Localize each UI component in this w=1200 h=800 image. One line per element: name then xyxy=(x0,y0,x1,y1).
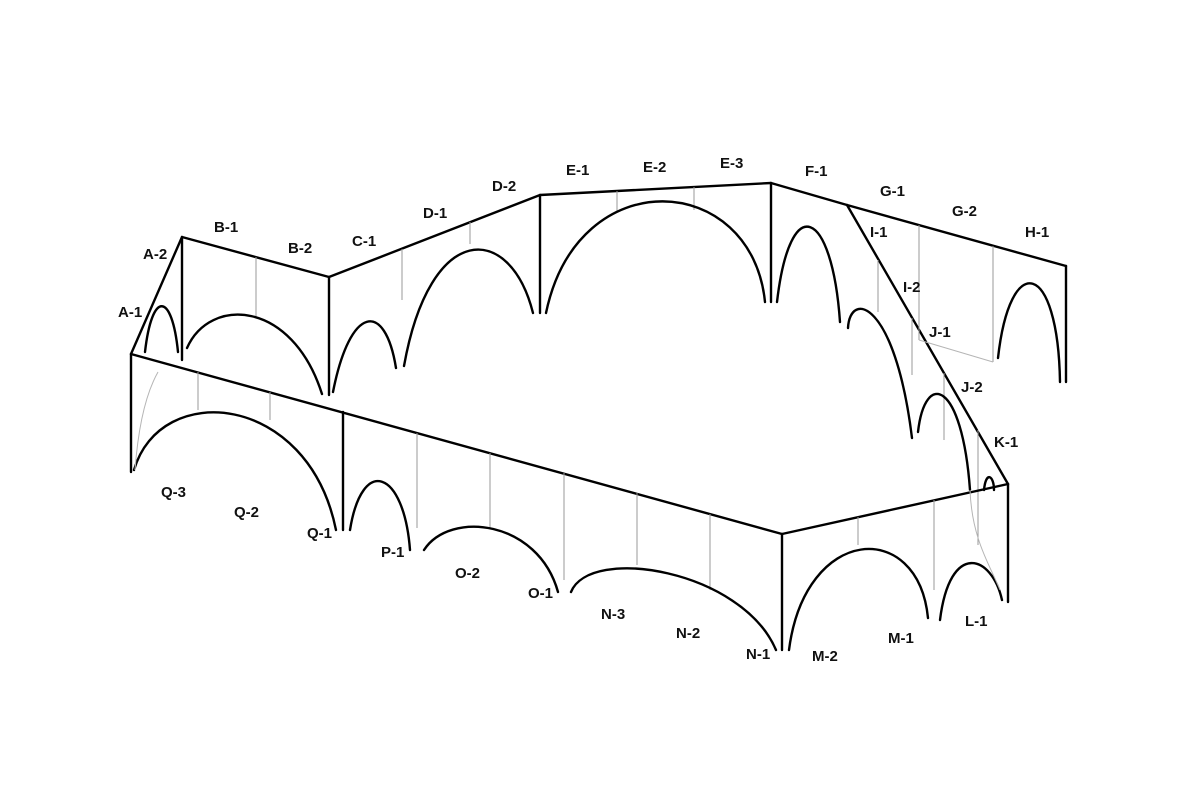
label-F-1: F-1 xyxy=(805,163,828,180)
label-M-2: M-2 xyxy=(812,648,838,665)
arch-P-1 xyxy=(348,480,412,552)
front-wall-top-edge xyxy=(129,352,1010,536)
arch-M xyxy=(787,547,930,652)
label-A-2: A-2 xyxy=(143,246,167,263)
label-G-2: G-2 xyxy=(952,203,977,220)
label-N-1: N-1 xyxy=(746,646,770,663)
label-O-2: O-2 xyxy=(455,565,480,582)
arch-F-1 xyxy=(775,225,842,324)
arch-Q xyxy=(132,411,338,532)
arch-C-1 xyxy=(331,320,398,394)
label-N-2: N-2 xyxy=(676,625,700,642)
label-B-2: B-2 xyxy=(288,240,312,257)
label-L-1: L-1 xyxy=(965,613,988,630)
label-J-2: J-2 xyxy=(961,379,983,396)
arch-E xyxy=(544,200,767,315)
arch-H-1 xyxy=(996,282,1062,384)
arch-K-1 xyxy=(982,476,996,492)
arch-D xyxy=(402,248,535,368)
arch-A-1 xyxy=(143,305,180,354)
back-wall-top-edge xyxy=(129,181,1068,356)
label-Q-3: Q-3 xyxy=(161,484,186,501)
label-E-1: E-1 xyxy=(566,162,589,179)
label-B-1: B-1 xyxy=(214,219,238,236)
label-O-1: O-1 xyxy=(528,585,553,602)
arch-ghost-line xyxy=(918,339,994,363)
label-C-1: C-1 xyxy=(352,233,376,250)
arch-J-2 xyxy=(916,392,972,492)
arch-B xyxy=(185,313,324,396)
label-G-1: G-1 xyxy=(880,183,905,200)
arch-N xyxy=(569,567,778,652)
label-I-2: I-2 xyxy=(903,279,921,296)
label-A-1: A-1 xyxy=(118,304,142,321)
label-D-1: D-1 xyxy=(423,205,447,222)
arch-O xyxy=(422,525,560,594)
label-Q-2: Q-2 xyxy=(234,504,259,521)
label-E-3: E-3 xyxy=(720,155,743,172)
label-Q-1: Q-1 xyxy=(307,525,332,542)
arch-L-1 xyxy=(938,561,1004,622)
label-P-1: P-1 xyxy=(381,544,404,561)
label-N-3: N-3 xyxy=(601,606,625,623)
label-J-1: J-1 xyxy=(929,324,951,341)
diagonal-wall-top-edge xyxy=(845,203,1010,486)
label-M-1: M-1 xyxy=(888,630,914,647)
label-H-1: H-1 xyxy=(1025,224,1049,241)
arch-I xyxy=(846,307,914,440)
label-K-1: K-1 xyxy=(994,434,1018,451)
label-D-2: D-2 xyxy=(492,178,516,195)
hidden-arch-line xyxy=(969,489,1001,591)
hidden-arch-line xyxy=(134,371,159,471)
label-I-1: I-1 xyxy=(870,224,888,241)
label-E-2: E-2 xyxy=(643,159,666,176)
